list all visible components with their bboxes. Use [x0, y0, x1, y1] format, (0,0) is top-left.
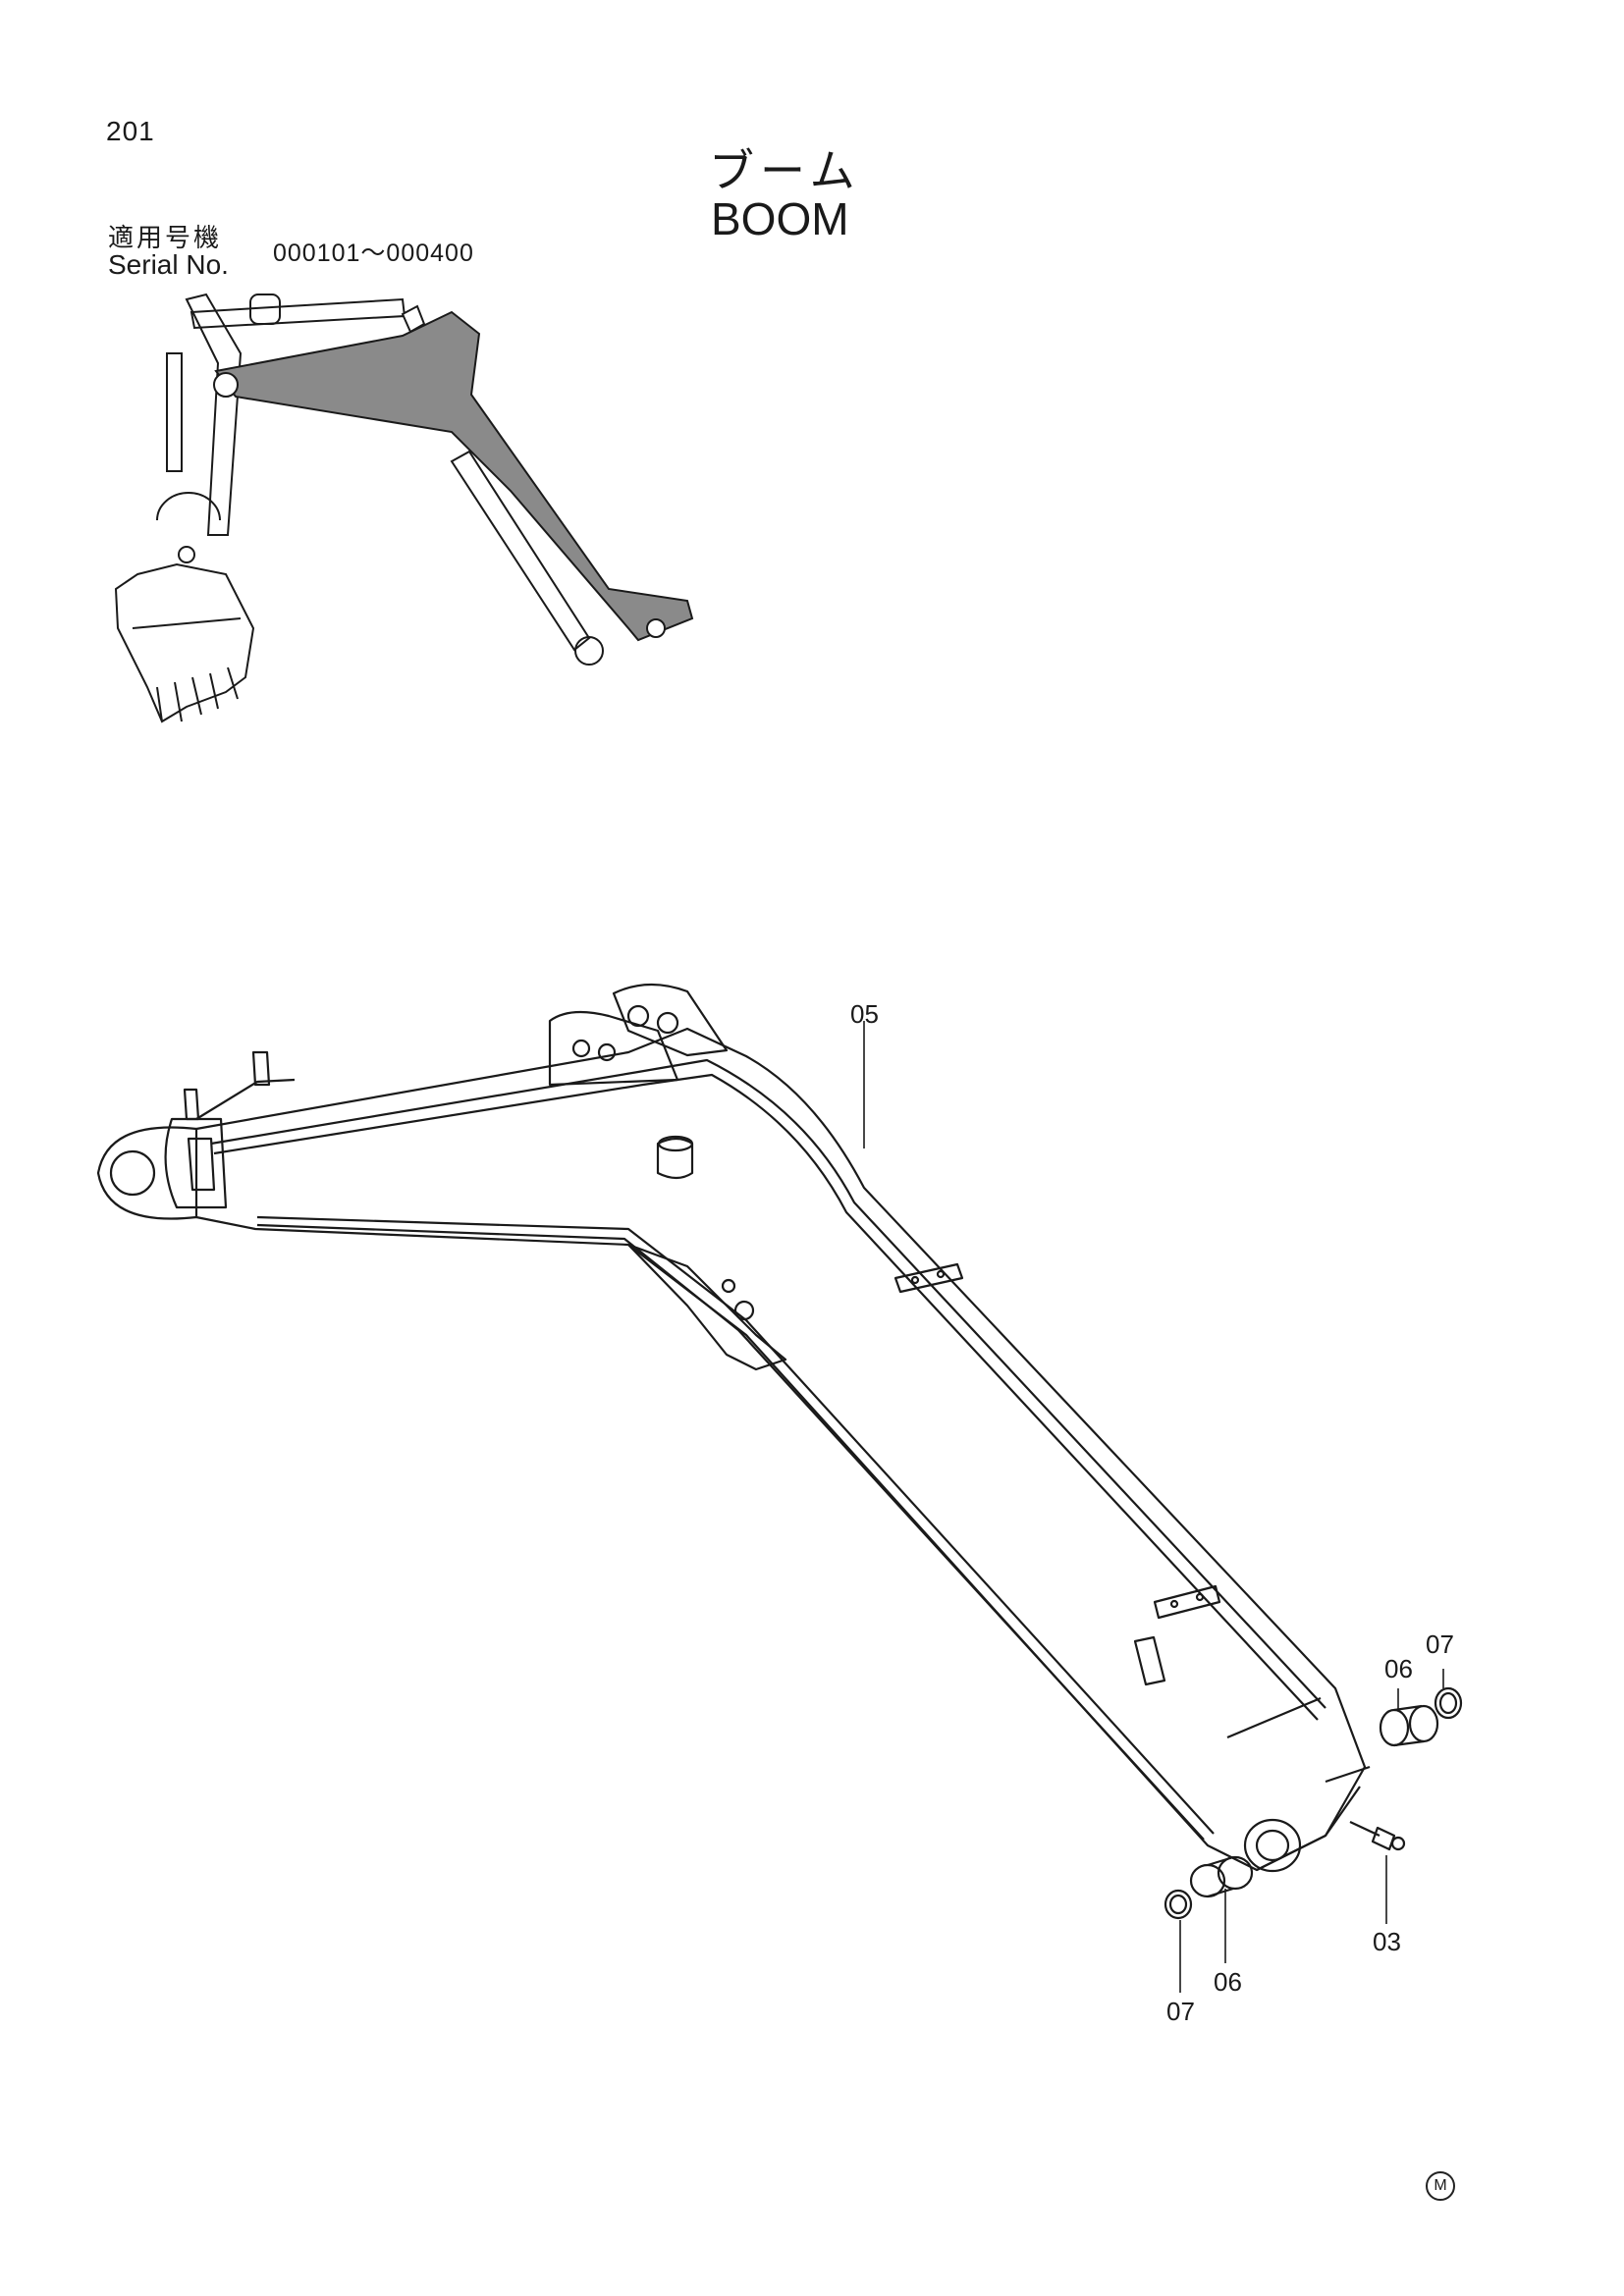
callout-07-left: 07 [1166, 1997, 1195, 2026]
serial-range: 000101～000400 [273, 240, 474, 267]
bucket [114, 562, 255, 723]
page-number: 201 [106, 116, 155, 146]
callout-07-right: 07 [1426, 1629, 1454, 1659]
boom-shaded [214, 310, 694, 642]
bucket-cylinder [166, 352, 183, 472]
m-mark: M [1426, 2171, 1455, 2201]
arm [185, 293, 243, 536]
callout-03: 03 [1373, 1927, 1401, 1956]
callout-05: 05 [850, 999, 879, 1029]
callout-06-left: 06 [1214, 1967, 1242, 1997]
callout-06-right: 06 [1384, 1654, 1413, 1683]
serial-label-english: Serial No. [108, 249, 229, 280]
serial-label-japanese: 適用号機 [108, 224, 223, 253]
title-japanese: ブーム [709, 144, 861, 197]
boom-body [194, 1027, 1367, 1872]
title-english: BOOM [711, 193, 849, 244]
